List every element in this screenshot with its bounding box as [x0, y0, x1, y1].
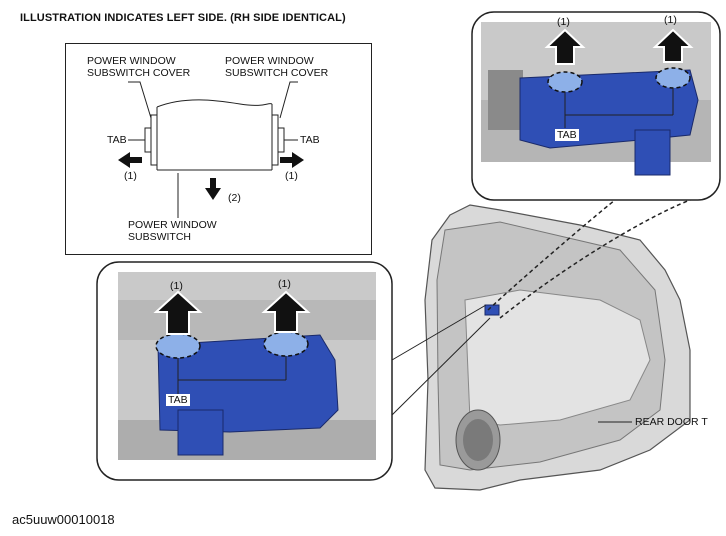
- step-left-label: (1): [124, 170, 137, 182]
- bottom-step-b-label: (1): [278, 278, 291, 290]
- arrow-right-icon: [280, 152, 304, 168]
- top-step-a-label: (1): [557, 16, 570, 28]
- step-right-label: (1): [285, 170, 298, 182]
- cover-left-label: POWER WINDOW SUBSWITCH COVER: [87, 55, 191, 79]
- bottom-step-a-label: (1): [170, 280, 183, 292]
- subswitch-label: POWER WINDOW SUBSWITCH: [128, 219, 217, 243]
- door-trim-illustration: [424, 204, 691, 491]
- door-trim-label: REAR DOOR T: [635, 416, 708, 428]
- schematic-drawing: [128, 81, 298, 218]
- arrow-up-icon: [544, 28, 586, 65]
- cover-right-label: POWER WINDOW SUBSWITCH COVER: [225, 55, 329, 79]
- step-down-label: (2): [228, 192, 241, 204]
- figure-id: ac5uuw00010018: [12, 512, 115, 527]
- arrow-up-icon: [153, 290, 203, 335]
- arrow-left-icon: [118, 152, 142, 168]
- page-header: ILLUSTRATION INDICATES LEFT SIDE. (RH SI…: [20, 12, 346, 24]
- arrow-down-icon: [205, 178, 221, 200]
- top-step-b-label: (1): [664, 14, 677, 26]
- tab-right-label: TAB: [300, 134, 320, 146]
- schematic-panel: [65, 43, 372, 255]
- arrow-up-icon: [652, 28, 694, 63]
- top-tab-label: TAB: [555, 129, 579, 141]
- bottom-tab-label: TAB: [166, 394, 190, 406]
- bottom-detail-callout: [96, 261, 393, 481]
- top-detail-callout: [471, 11, 721, 201]
- tab-left-label: TAB: [107, 134, 127, 146]
- arrow-up-icon: [261, 290, 311, 333]
